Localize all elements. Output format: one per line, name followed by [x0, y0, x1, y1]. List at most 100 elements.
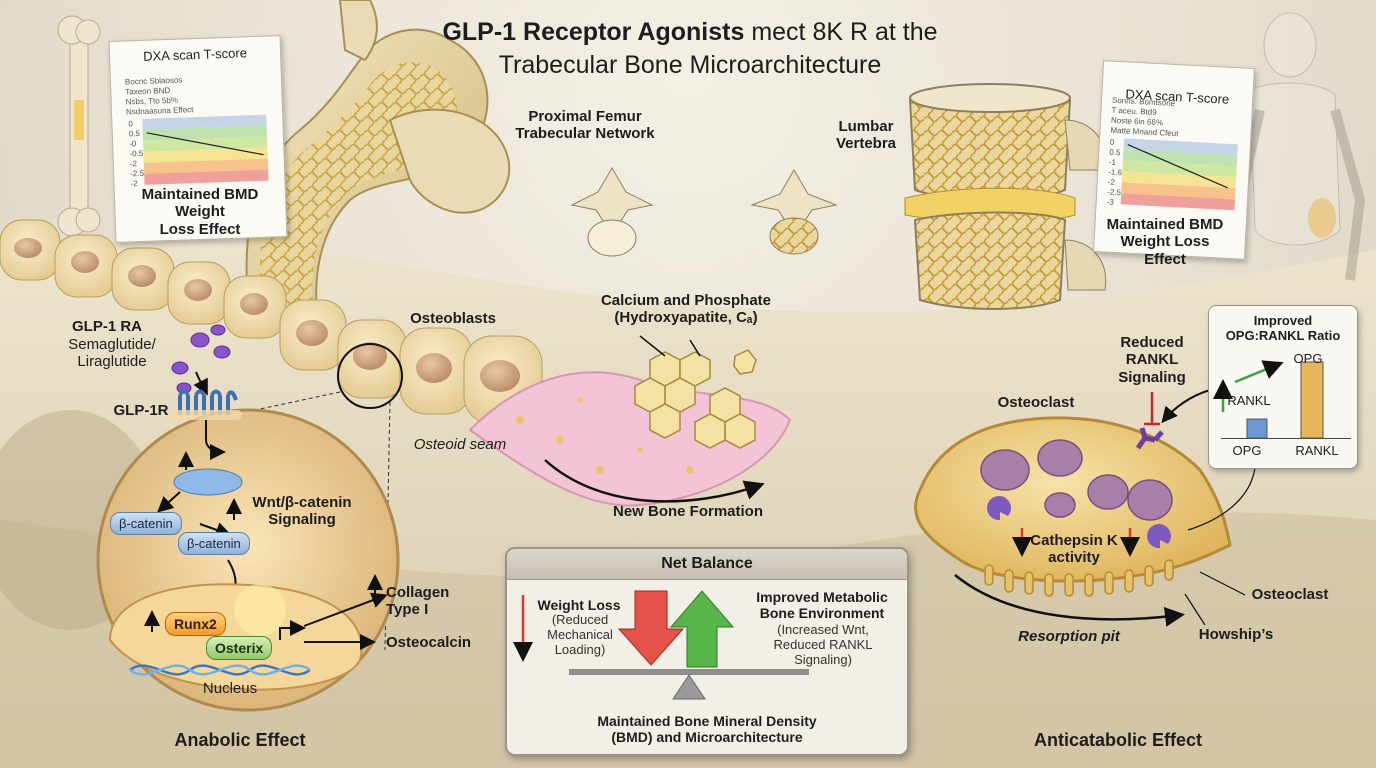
rankl-inhibit	[1144, 392, 1160, 426]
opg-bar-chart	[1213, 360, 1351, 439]
net-balance-header: Net Balance	[661, 555, 753, 572]
dna-helix	[129, 664, 311, 676]
panel-connector	[1187, 467, 1256, 531]
resorption-label: Resorption pit	[1018, 628, 1120, 645]
dxa-right-trend	[1127, 144, 1228, 189]
green-block-arrow	[669, 590, 735, 668]
metabolic-sub: (Increased Wnt, Reduced RANKL Signaling)	[773, 622, 873, 667]
cathepsin-icon-right	[1147, 524, 1172, 549]
cathepsin-icon-left	[987, 496, 1012, 521]
dxa-left-line: Bocnc Sblaosos	[124, 75, 183, 87]
osteoblast-cell	[111, 247, 175, 311]
opg-panel-pointer	[1161, 389, 1211, 424]
dxa-left-tick: -0	[128, 139, 137, 149]
dxa-right-tick: -3	[1106, 197, 1115, 207]
rankl-receptor	[1135, 427, 1164, 450]
lumbar-vertebra	[904, 83, 1107, 310]
dxa-left-tick: 0.5	[128, 129, 141, 139]
dxa-left-tick: 0	[128, 119, 134, 129]
glp1r-label: GLP-1R	[113, 402, 169, 419]
osteoclast-right-label: Osteoclast	[1251, 586, 1329, 603]
runx2-glow	[234, 584, 286, 636]
cathepsin-label: Cathepsin K activity	[1030, 532, 1118, 567]
chart-baseline	[1221, 438, 1351, 439]
to-collagen	[303, 592, 388, 627]
dxa-right-tick: -1	[1108, 157, 1117, 167]
weight-loss-title: Weight Loss	[537, 597, 621, 613]
hydroxyapatite-crystals	[634, 349, 757, 449]
dxa-right-line: Matte Mnand Cfeut	[1110, 125, 1179, 139]
osteoblast-cell	[167, 261, 231, 325]
dxa-right-tick: -2.5	[1106, 187, 1122, 198]
weight-loss-sub: (Reduced Mechanical Loading)	[547, 612, 613, 657]
green-diag-arrow	[1234, 360, 1284, 384]
resorption-arrow	[954, 574, 1185, 627]
title-line2: Trabecular Bone Microarchitecture	[498, 50, 882, 79]
glp1-ra-molecules	[171, 324, 231, 394]
nucleus-label: Nucleus	[202, 680, 258, 697]
proximal-femur	[245, 0, 511, 332]
g-protein	[173, 468, 243, 496]
dxa-left-line: Taxeon BND	[125, 85, 171, 97]
balance-fulcrum	[672, 674, 706, 700]
osteoid-label: Osteoid seam	[413, 436, 507, 453]
dxa-left-tick: -0.5	[129, 148, 144, 159]
opg-rankl-panel: Improved OPG:RANKL Ratio OPG RANKL OPG R…	[1208, 305, 1358, 469]
osteoclast-nuclei	[980, 439, 1173, 521]
opg-panel-title: Improved OPG:RANKL Ratio	[1225, 313, 1341, 343]
osteoclast-top-label: Osteoclast	[997, 394, 1075, 411]
wnt-label: Wnt/β-catenin Signaling	[252, 494, 352, 529]
net-balance-graphics	[513, 590, 809, 700]
vertebra-icon-left	[570, 167, 654, 257]
bcatenin-pill-2: β-catenin	[178, 532, 250, 555]
bcatenin-pill-1: β-catenin	[110, 512, 182, 535]
osteoblast-cell	[0, 219, 61, 281]
howship-pointer	[1184, 593, 1206, 626]
osterix-promoter	[279, 620, 306, 640]
dxa-right-tick: 0.5	[1109, 147, 1121, 158]
howship-label: Howship’s	[1198, 626, 1274, 643]
dxa-left-title: DXA scan T-score	[142, 45, 248, 64]
collagen-label: Collagen Type I	[386, 584, 450, 619]
osteoblast-cell	[223, 275, 287, 339]
osteoblast-cell	[337, 319, 407, 399]
anabolic-label: Anabolic Effect	[174, 730, 306, 750]
balance-beam	[569, 669, 809, 675]
semaglutide-label: Semaglutide/ Liraglutide	[68, 336, 156, 371]
vertebra-icon-right	[750, 169, 838, 255]
dxa-card-left: DXA scan T-score Bocnc Sblaosos Taxeon B…	[108, 35, 288, 243]
bar-rankl	[1246, 418, 1268, 439]
net-balance-panel: Net Balance Weight Loss (Reduced Mechani…	[505, 547, 909, 756]
dxa-right-tick: -1.6	[1108, 167, 1123, 178]
new-bone-label: New Bone Formation	[612, 503, 763, 520]
new-bone-arrow	[544, 459, 765, 503]
dxa-left-line: Nsbs, Tto 5b%	[125, 95, 179, 107]
net-balance-header-bar	[507, 549, 907, 580]
proximal-femur-label: Proximal Femur Trabecular Network	[515, 108, 655, 143]
lumbar-label: Lumbar Vertebra	[835, 118, 897, 153]
title-rest: mect 8K R at the	[744, 18, 938, 46]
skeleton-silhouette	[1235, 12, 1366, 281]
zoom-circle	[337, 343, 403, 409]
red-block-arrow	[617, 590, 685, 666]
dxa-left-tick: -2	[129, 159, 138, 169]
metabolic-title: Improved Metabolic Bone Environment	[756, 589, 888, 622]
osteoblast-row	[0, 219, 543, 425]
osteoblast-cell	[54, 234, 118, 298]
calcium-label: Calcium and Phosphate (Hydroxyapatite, C…	[600, 292, 772, 327]
opg-x-label: OPG	[1232, 443, 1262, 458]
glp1-ra-label: GLP-1 RA	[71, 318, 142, 335]
reduced-rankl-label: Reduced RANKL Signaling	[1118, 334, 1186, 386]
runx2-pill: Runx2	[165, 612, 226, 636]
osteoclast-pointer	[1199, 571, 1246, 596]
osteoblasts-label: Osteoblasts	[410, 310, 496, 327]
dxa-right-tick: -2	[1107, 177, 1116, 187]
dxa-right-tick: 0	[1109, 137, 1115, 147]
drug-arrow	[193, 371, 208, 396]
net-balance-footer: Maintained Bone Mineral Density (BMD) an…	[597, 713, 817, 746]
title-bold: GLP-1 Receptor Agonists	[442, 18, 745, 46]
dxa-left-tick: -2.5	[130, 168, 145, 179]
osterix-pill: Osterix	[206, 636, 273, 660]
